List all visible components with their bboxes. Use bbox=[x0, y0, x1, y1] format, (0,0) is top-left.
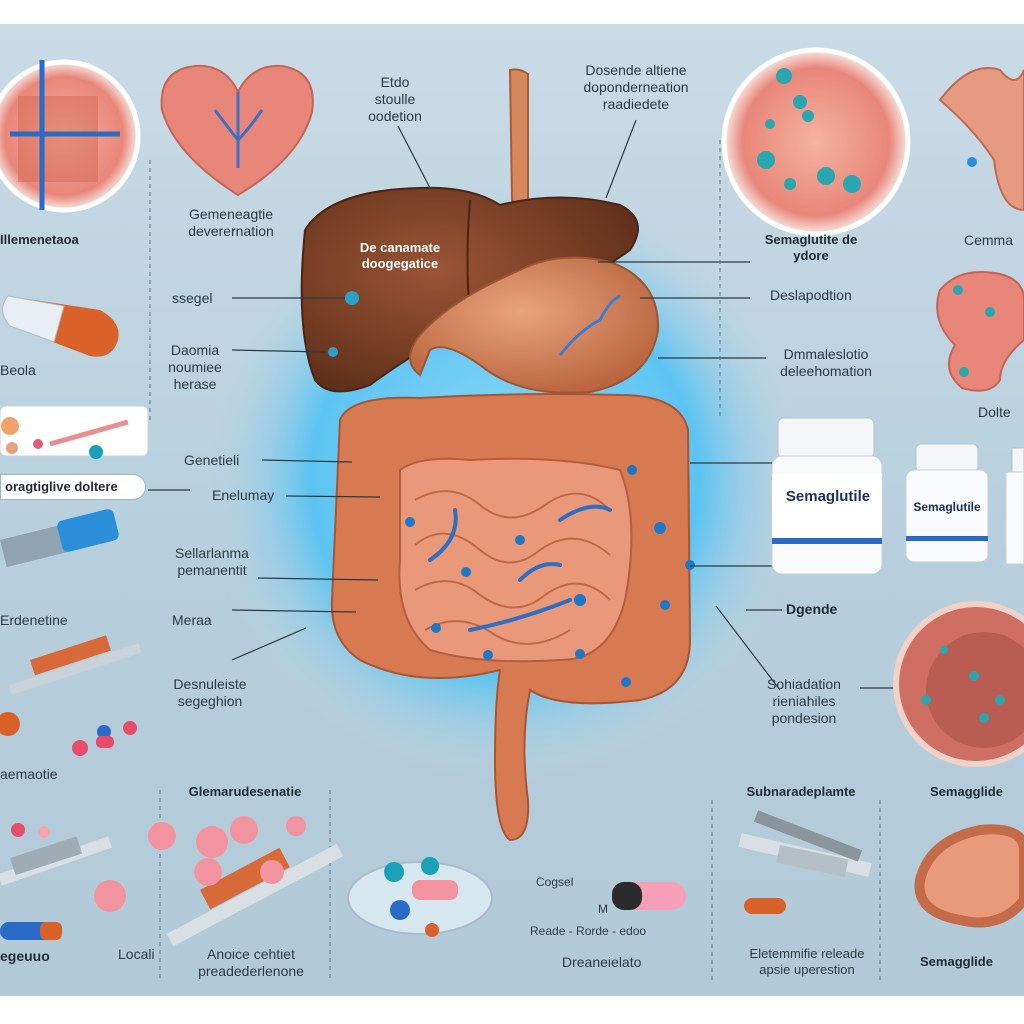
bottle-medium bbox=[905, 443, 989, 563]
small-intestine bbox=[398, 457, 633, 663]
uterus-organ bbox=[938, 67, 1024, 212]
label-left-6: Sellarlanma pemanentit bbox=[175, 545, 249, 578]
label-bottom-5: Cogsel bbox=[536, 875, 574, 889]
syringe-right-1 bbox=[738, 810, 872, 878]
capsule-top-left bbox=[2, 295, 119, 357]
label-far-left-pill: oragtiglive doltere bbox=[0, 474, 146, 500]
label-bottom-1: Glemarudesenatie bbox=[188, 784, 302, 799]
scattered-pills bbox=[0, 712, 786, 940]
syringe-left-2 bbox=[0, 836, 112, 886]
syringe-left-1 bbox=[8, 635, 142, 695]
esophagus bbox=[508, 68, 529, 206]
stomach-nerve bbox=[558, 294, 621, 356]
molecule-card bbox=[0, 405, 149, 459]
label-left-1: Gemeneagtie deverernation bbox=[188, 206, 274, 239]
drug-trail-1 bbox=[428, 508, 458, 562]
label-left-8: Desnuleiste segeghion bbox=[173, 676, 247, 709]
label-left-3: Daomia noumiee herase bbox=[168, 342, 222, 392]
label-right-4: Dgende bbox=[786, 601, 838, 617]
label-right-2: Deslapodtion bbox=[770, 287, 852, 303]
syringe-bottom-center bbox=[166, 843, 344, 947]
label-far-right-2: Dolte bbox=[978, 404, 1011, 420]
drug-trail-3 bbox=[468, 598, 572, 632]
label-far-left-2: Erdenetine bbox=[0, 612, 68, 628]
label-right-5: Sohiadation rieniahiles pondesion bbox=[767, 676, 841, 726]
drug-trail-4 bbox=[518, 562, 562, 582]
label-top-center-2: Dosende altiene doponderneation raadiede… bbox=[583, 62, 689, 112]
bottle-small bbox=[1005, 447, 1024, 565]
drug-trail-2 bbox=[558, 504, 612, 522]
label-far-left-1: Beola bbox=[0, 362, 36, 378]
bottle-medium-label: Semaglutile bbox=[913, 500, 981, 514]
stomach bbox=[409, 256, 660, 394]
label-liver: De canamate doogegatice bbox=[359, 240, 441, 271]
label-far-left-3: aemaotie bbox=[0, 766, 58, 782]
label-bottom-7: Reade - Rorde - edoo bbox=[530, 924, 647, 938]
label-top-left-panel: Illemenetaoa bbox=[0, 232, 79, 247]
insulin-pen-left bbox=[0, 509, 119, 568]
pill-dish bbox=[347, 857, 493, 937]
label-bottom-2: Subnaradeplamte bbox=[746, 784, 856, 799]
label-far-left-4: egeuuo bbox=[0, 948, 50, 964]
label-left-2: ssegel bbox=[172, 290, 213, 306]
label-bottom-8: Dreaneielato bbox=[562, 954, 642, 970]
label-left-7: Meraa bbox=[172, 612, 212, 628]
label-far-right-4: Semagglide bbox=[920, 954, 993, 969]
label-bottom-4: Anoice cehtiet preadederlenone bbox=[198, 946, 304, 979]
pancreas-organ bbox=[936, 271, 1024, 392]
liver bbox=[300, 186, 639, 393]
label-bottom-3: Locali bbox=[118, 946, 155, 962]
label-right-1: Semaglutite de ydore bbox=[764, 232, 858, 263]
label-far-right-3: Semagglide bbox=[930, 784, 1003, 799]
label-left-4: Genetieli bbox=[184, 452, 240, 468]
bottle-large-label: Semaglutile bbox=[785, 488, 871, 505]
tissue-circle-top-right bbox=[721, 47, 911, 237]
bottle-large bbox=[771, 417, 883, 575]
label-top-center-1: Etdo stoulle oodetion bbox=[368, 74, 422, 124]
label-bottom-9: Eletemmifie releade apsie uperestion bbox=[749, 946, 865, 977]
label-right-3: Dmmaleslotio deleehomation bbox=[780, 346, 872, 379]
intestine-loop bbox=[914, 824, 1024, 928]
label-bottom-6: M bbox=[598, 902, 608, 916]
label-far-right-1: Cemma bbox=[964, 232, 1014, 248]
label-left-5: Enelumay bbox=[212, 487, 275, 503]
